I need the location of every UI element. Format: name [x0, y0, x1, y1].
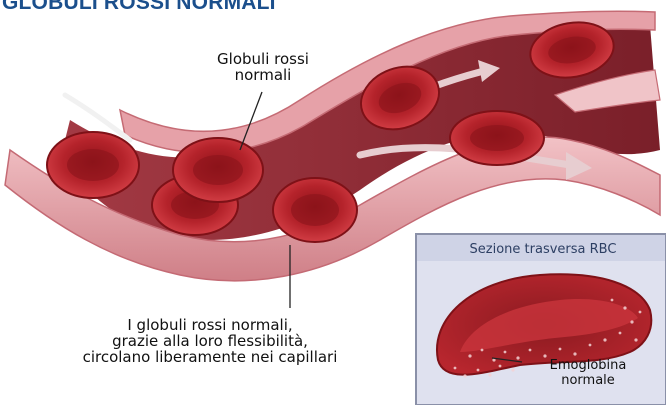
inset-title: Sezione trasversa RBC	[424, 240, 662, 262]
label-normal-rbc: Globuli rossi normali	[178, 51, 348, 83]
label-hemoglobin: Emoglobina normale	[518, 358, 658, 388]
label-flexibility: I globuli rossi normali, grazie alla lor…	[10, 317, 410, 365]
